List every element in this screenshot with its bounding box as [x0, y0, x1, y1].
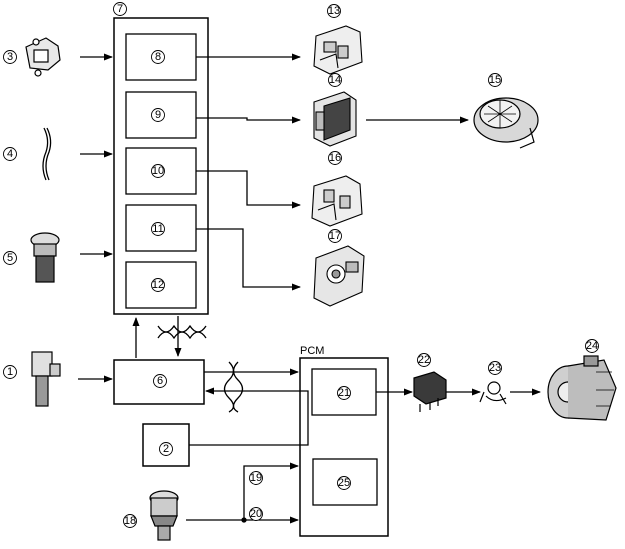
pcm-module: [299, 357, 389, 537]
actuator-17-image: [313, 245, 365, 307]
callout-6: 6: [157, 375, 163, 387]
callout-21: 21: [338, 387, 350, 399]
block-12: [125, 261, 197, 309]
block-9: [125, 91, 197, 139]
callout-9: 9: [155, 109, 161, 121]
actuator-16-image: [311, 175, 363, 227]
callout-2: 2: [163, 443, 169, 455]
relay-22-image: [413, 371, 447, 412]
sensor-3-image: [25, 37, 61, 77]
sensor-5-image: [30, 232, 60, 283]
block-25: [312, 458, 378, 506]
callout-7: 7: [117, 3, 123, 15]
callout-23: 23: [489, 362, 501, 374]
callout-15: 15: [489, 74, 501, 86]
callout-17: 17: [329, 230, 341, 242]
callout-25: 25: [338, 477, 350, 489]
callout-19: 19: [250, 472, 262, 484]
callout-20: 20: [250, 508, 262, 520]
callout-circles: [3, 2, 599, 528]
callout-14: 14: [329, 74, 341, 86]
pcm-link: [189, 361, 309, 446]
callout-8: 8: [155, 51, 161, 63]
block-11: [125, 204, 197, 252]
callout-16: 16: [329, 152, 341, 164]
blower-resistor-14-image: [313, 91, 357, 147]
output-connections: [196, 53, 469, 291]
compressor-24-image: [547, 355, 617, 421]
callout-3: 3: [7, 51, 13, 63]
connector-23-image: [479, 381, 507, 405]
input-connections: [78, 53, 113, 383]
pressure-switch-lines: [186, 462, 299, 524]
callout-1: 1: [7, 366, 13, 378]
pressure-switch-18-image: [149, 490, 179, 541]
sensor-4-image: [42, 127, 52, 181]
callout-12: 12: [152, 279, 164, 291]
callout-numbers: 3 4 5 1 2 6 7 8 9 10 11 12 13 14 15 16 1…: [7, 3, 598, 527]
callout-5: 5: [7, 252, 13, 264]
can-bus-link: [132, 316, 207, 358]
callout-4: 4: [7, 148, 13, 160]
callout-22: 22: [418, 354, 430, 366]
callout-13: 13: [328, 5, 340, 17]
pcm-label: PCM: [300, 345, 324, 357]
callout-10: 10: [152, 165, 164, 177]
callout-24: 24: [586, 340, 598, 352]
blower-motor-15-image: [473, 97, 539, 149]
control-unit-6: [113, 359, 205, 405]
actuator-13-image: [313, 25, 363, 75]
sensor-1-image: [31, 351, 61, 407]
callout-11: 11: [152, 223, 163, 235]
callout-18: 18: [124, 515, 136, 527]
